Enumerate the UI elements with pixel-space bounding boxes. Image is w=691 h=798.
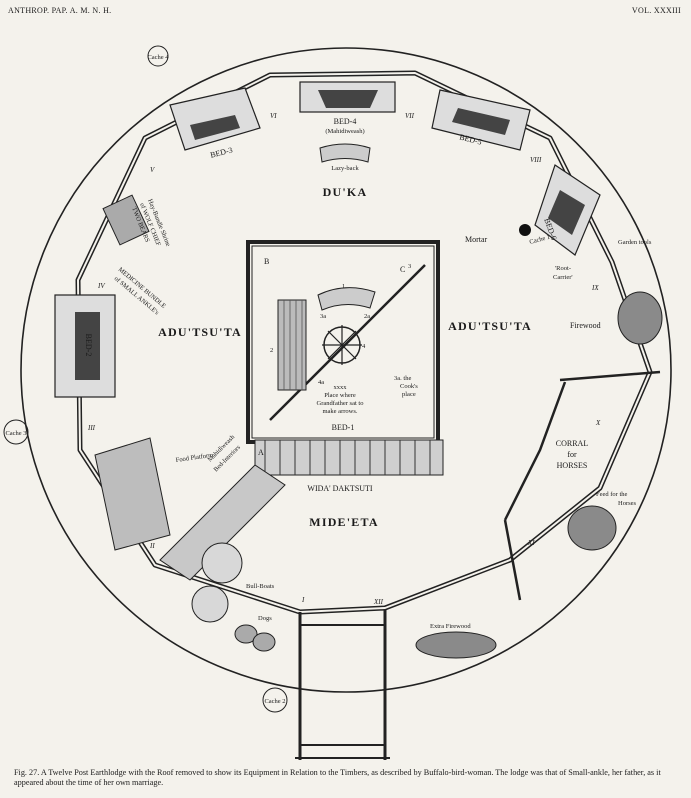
hearth-mark-b: B <box>264 257 269 266</box>
entrance-passage <box>295 610 390 760</box>
room-adutsuta-right: ADU'TSU'TA <box>448 319 532 333</box>
dog-2 <box>252 632 276 652</box>
label-bed4: BED-4 <box>334 117 357 126</box>
wolf-shrine <box>102 194 150 246</box>
label-mortar: Mortar <box>465 235 488 244</box>
hearth-mark-4a: 4a <box>318 379 324 386</box>
bed-4-box <box>299 81 396 113</box>
hearth-mark-a: A <box>258 448 264 457</box>
fire-sticks <box>322 325 362 365</box>
bull-boat-2 <box>191 585 229 623</box>
post-number-5: V <box>150 166 155 174</box>
label-place-grandfather-3: make arrows. <box>322 408 357 415</box>
label-root-carrier-2: Carrier' <box>553 274 573 281</box>
hearth-mark-xxxx: xxxx <box>334 384 348 391</box>
page-header-left: ANTHROP. PAP. A. M. N. H. <box>8 6 112 15</box>
label-cache3: Cache 3 <box>5 430 26 437</box>
dog-1 <box>234 624 258 644</box>
post-number-2: II <box>149 542 155 550</box>
lazy-back <box>319 143 371 163</box>
label-cooks-place-2: Cook's <box>400 383 418 390</box>
hearth-mark-4: 4 <box>362 343 366 350</box>
bed-6-box <box>534 164 601 256</box>
room-mideeta: MIDE'ETA <box>309 515 378 529</box>
label-bed4-note: (Mahidiweash) <box>325 128 364 135</box>
label-feed-horses-1: Feed for the <box>596 491 628 498</box>
drying-rack-lines <box>283 300 303 390</box>
label-cooks-place-1: 3a. the <box>394 375 411 382</box>
bull-boat-1 <box>201 542 243 584</box>
cache4-circle <box>147 45 169 67</box>
hearth-mark-3a: 3a <box>320 313 326 320</box>
label-place-grandfather-2: Grandfather sat to <box>317 400 364 407</box>
firewood-pile <box>617 291 663 345</box>
hearth-mark-1: 1 <box>342 283 345 290</box>
label-wida-daktsuti: WIDA' DAKTSUTI <box>307 484 373 493</box>
label-cache1: Cache 1 <box>529 234 551 246</box>
bed1-screen <box>254 439 444 476</box>
horse-feed-pile <box>567 505 617 551</box>
label-feed-horses-2: Horses <box>618 500 637 507</box>
bed-3-box <box>169 87 261 151</box>
figure-caption: Fig. 27. A Twelve Post Earthlodge with t… <box>14 768 661 787</box>
post-number-4: IV <box>97 282 105 290</box>
hearth-mark-2a: 2a <box>364 313 370 320</box>
left-screen <box>159 464 286 581</box>
label-firewood: Firewood <box>570 321 601 330</box>
bed-2-box <box>54 294 116 398</box>
label-bed1: BED-1 <box>332 423 355 432</box>
lodge-outer-wall <box>20 47 672 693</box>
cache3-circle <box>3 419 29 445</box>
post-number-10: X <box>595 419 601 427</box>
hearth-mark-3: 3 <box>408 263 411 270</box>
label-garden-tools: Garden tools <box>618 239 652 246</box>
label-dogs: Dogs <box>258 615 272 622</box>
post-number-7: VII <box>405 112 415 120</box>
hearth-mark-c: C <box>400 265 405 274</box>
mortar-icon <box>519 224 531 236</box>
post-number-1: I <box>301 596 305 604</box>
label-corral-3: HORSES <box>557 461 588 470</box>
extra-firewood-pile <box>415 631 497 659</box>
post-number-8: VIII <box>530 156 542 164</box>
bed1-screen-posts <box>264 440 431 475</box>
page-header-right: VOL. XXXIII <box>631 6 681 15</box>
label-bed3: BED-3 <box>209 145 233 159</box>
hide-item <box>317 287 376 311</box>
bed-5-box <box>431 89 531 151</box>
label-corral-1: CORRAL <box>556 439 589 448</box>
post-number-12: XII <box>373 598 384 606</box>
hearth-mark-2: 2 <box>270 347 273 354</box>
label-root-carrier-1: 'Root- <box>555 265 571 272</box>
post-number-3: III <box>87 424 96 432</box>
room-adutsuta-left: ADU'TSU'TA <box>158 325 242 339</box>
label-lazy-back: Lazy-back <box>331 165 359 172</box>
food-platform <box>94 437 171 551</box>
label-extra-firewood: Extra Firewood <box>430 623 471 630</box>
label-bed2: BED-2 <box>84 334 93 357</box>
corral-fence <box>503 370 661 601</box>
label-cache2: Cache 2 <box>264 698 285 705</box>
drying-rack <box>277 299 307 391</box>
label-cache4: Cache 4 <box>147 54 169 61</box>
label-bull-boats: Bull-Boats <box>246 583 275 590</box>
arrow-pole <box>269 264 426 421</box>
room-duka: DU'KA <box>323 185 368 199</box>
post-number-11: XI <box>527 539 535 547</box>
post-number-9: IX <box>591 284 599 292</box>
label-cooks-place-3: place <box>402 391 416 398</box>
label-place-grandfather-1: Place where <box>324 392 356 399</box>
label-corral-2: for <box>567 450 577 459</box>
cache2-circle <box>262 687 288 713</box>
post-number-6: VI <box>270 112 277 120</box>
